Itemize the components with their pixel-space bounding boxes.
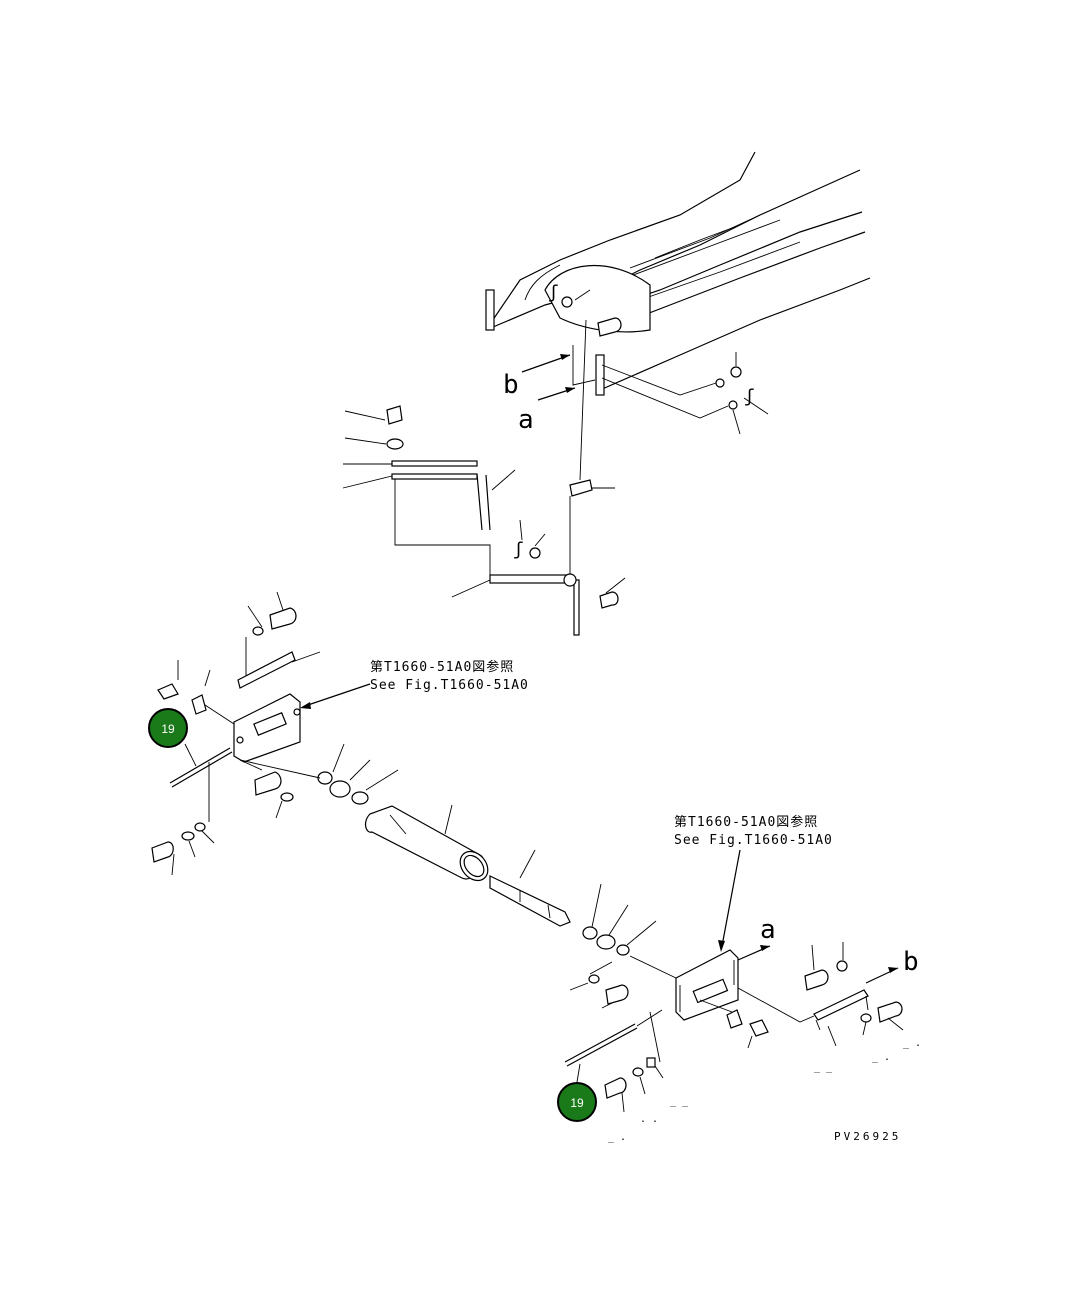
reference-1-jp: 第T1660-51A0図参照 [370,659,514,675]
left-idler-assembly [151,591,399,876]
reference-note-2: 第T1660-51A0図参照 See Fig.T1660-51A0 [674,814,833,952]
drawing-code: PV26925 [834,1130,901,1143]
label-a-bottom: a [760,915,776,945]
svg-text:_ _: _ _ [670,1096,689,1107]
arrows-top: b a [503,345,596,435]
callout-19-left-label: 19 [161,722,175,736]
right-idler-assembly: _ _ _ . _ . . . _ _ _ . [564,942,921,1143]
reference-1-en: See Fig.T1660-51A0 [370,678,529,693]
label-a-top: a [518,405,534,435]
center-assembly: ʃ [451,319,626,636]
label-b-bottom: b [903,947,919,977]
bracket-stack [342,405,516,575]
reference-2-jp: 第T1660-51A0図参照 [674,814,818,830]
reference-2-en: See Fig.T1660-51A0 [674,833,833,848]
reference-note-1: 第T1660-51A0図参照 See Fig.T1660-51A0 [300,659,529,709]
svg-text:_ .: _ . [608,1132,626,1143]
label-b-top: b [503,370,519,400]
label-f-2: ʃ [548,282,559,303]
arrows-bottom: a b [737,915,919,984]
svg-text:_ .: _ . [903,1038,921,1049]
callout-19-right-label: 19 [570,1096,584,1110]
svg-text:_ .: _ . [872,1052,890,1063]
roller-shaft [364,804,657,956]
svg-text:_ _: _ _ [814,1062,833,1073]
callout-19-left[interactable]: 19 [148,708,197,767]
label-f-1: ʃ [744,386,755,407]
svg-text:. .: . . [640,1114,658,1125]
label-f-3: ʃ [513,539,524,560]
track-frame: ʃ ʃ [485,151,871,435]
callout-19-right[interactable]: 19 [557,1063,597,1122]
